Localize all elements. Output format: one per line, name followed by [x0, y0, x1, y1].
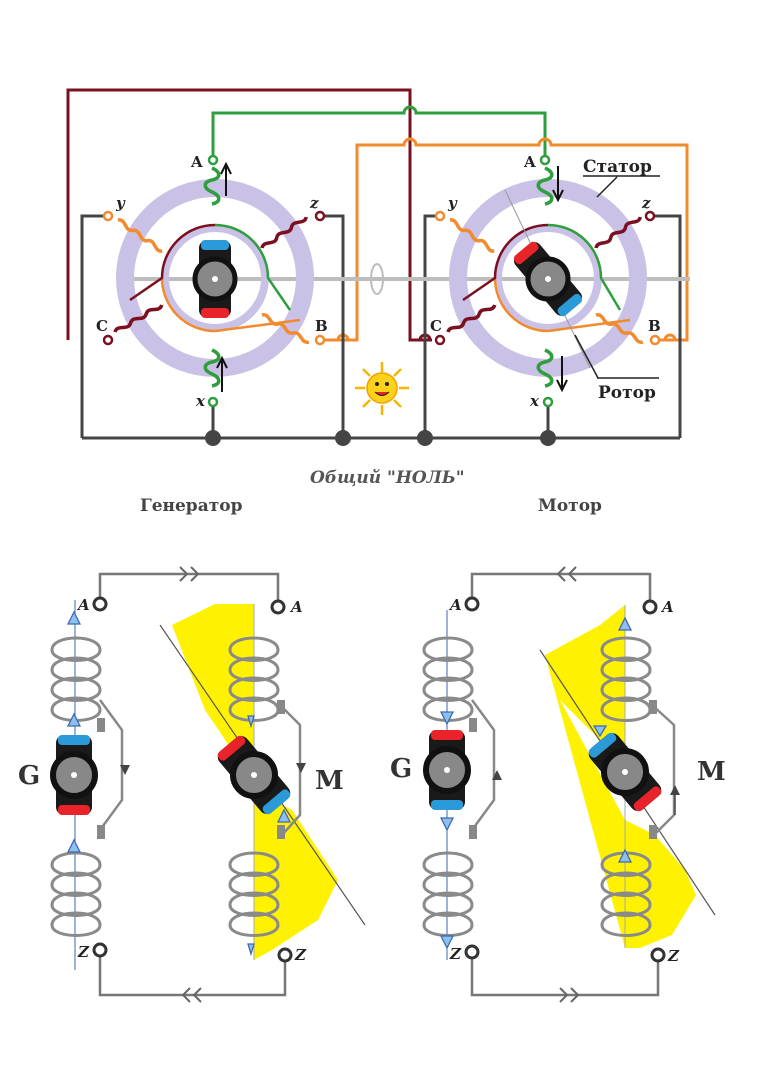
gen-symbol: G [18, 761, 40, 791]
rotor-ring [161, 224, 269, 332]
top-schematic: A y z C B x [66, 88, 690, 516]
bottom-left-schematic: G M A Z A Z [18, 566, 366, 1003]
motor-magnet [217, 735, 291, 815]
wire-phase-c [66, 88, 432, 342]
motor-machine: A y z C B x Статор Ротор [430, 153, 661, 410]
common-zero-label: Общий "НОЛЬ" [310, 468, 465, 488]
generator-rotor-magnet [192, 240, 238, 318]
field-zone [172, 604, 338, 960]
generator-magnet [50, 735, 98, 815]
bl-terminal-z2: Z [294, 946, 307, 964]
mot-terminal-b: B [648, 317, 661, 335]
rotor-ring [494, 224, 602, 332]
bottom-right-schematic: G M A Z A Z [390, 566, 726, 1003]
generator-caption: Генератор [140, 496, 243, 516]
stator-ring [449, 179, 647, 377]
motor-caption: Мотор [538, 496, 602, 516]
mot-terminal-z: z [641, 194, 651, 212]
br-terminal-z2: Z [667, 947, 680, 965]
bl-terminal-z1: Z [77, 943, 90, 961]
gen-terminal-c: C [96, 317, 108, 335]
br-terminal-a1: A [448, 596, 462, 614]
gen-symbol: G [390, 754, 412, 784]
stator-ring [116, 179, 314, 377]
smiley-sun-icon [355, 362, 409, 415]
br-terminal-a2: A [660, 598, 674, 616]
generator-machine: A y z C B x [96, 153, 328, 410]
gen-terminal-a: A [190, 153, 203, 171]
motor-rotor-magnet [513, 241, 583, 317]
stator-label: Статор [583, 157, 652, 177]
bl-terminal-a2: A [289, 598, 303, 616]
neutral-bus [80, 214, 682, 440]
motor-magnet [588, 732, 662, 812]
gen-terminal-y: y [115, 194, 126, 212]
mot-terminal-c: C [430, 317, 442, 335]
mot-terminal-a: A [523, 153, 536, 171]
mot-terminal-x: x [529, 392, 540, 410]
neutral-node [335, 430, 351, 446]
bl-terminal-a1: A [76, 596, 90, 614]
gen-terminal-b: B [315, 317, 328, 335]
br-terminal-z1: Z [449, 945, 462, 963]
wire-phase-b [320, 137, 689, 342]
mot-symbol: M [697, 757, 726, 787]
shaft-coupling [370, 263, 384, 295]
mot-terminal-y: y [447, 194, 458, 212]
generator-magnet [423, 730, 471, 810]
neutral-node [205, 430, 221, 446]
mot-symbol: M [315, 766, 344, 796]
wire-phase-a [211, 105, 547, 160]
gen-terminal-x: x [195, 392, 206, 410]
neutral-node [540, 430, 556, 446]
gen-terminal-z: z [309, 194, 319, 212]
neutral-node [417, 430, 433, 446]
rotor-label: Ротор [598, 383, 656, 403]
field-zone [545, 605, 696, 948]
